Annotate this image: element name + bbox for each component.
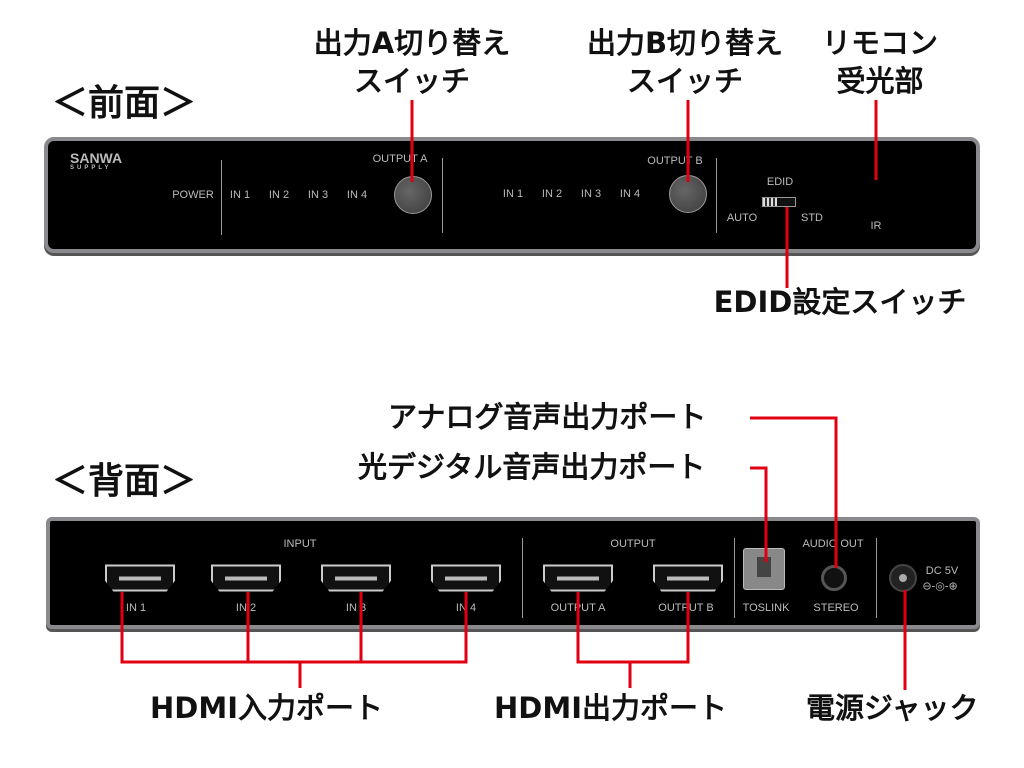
a-in3-label: IN 3 [307,189,329,201]
b-in1-label: IN 1 [502,188,524,200]
edid-auto-label: AUTO [726,212,758,224]
toslink-port [743,548,785,590]
divider [876,538,877,618]
callout-edid-switch: EDID設定スイッチ [713,285,967,319]
callout-ir-receiver: リモコン受光部 [821,26,938,98]
callout-output-a-switch: 出力A切り替えスイッチ [313,26,511,98]
callout-optical-audio: 光デジタル音声出力ポート [358,450,706,484]
audio-out-label: AUDIO OUT [802,538,864,550]
divider [716,158,717,233]
callout-hdmi-out: HDMI出力ポート [494,691,727,725]
hdmi-output-b-port [653,564,723,592]
callout-output-b-switch: 出力B切り替えスイッチ [586,26,784,98]
b-in2-label: IN 2 [541,188,563,200]
stereo-label: STEREO [813,602,859,614]
callout-analog-audio: アナログ音声出力ポート [388,400,707,434]
divider [522,538,523,618]
divider [734,538,735,618]
edid-std-label: STD [801,212,823,224]
line-optical [750,466,768,562]
callout-hdmi-in: HDMI入力ポート [150,691,383,725]
hdmi-in4-port [431,564,501,592]
in1-label: IN 1 [125,602,147,614]
ir-label: IR [870,220,882,232]
divider [221,160,222,235]
b-in4-label: IN 4 [619,188,641,200]
a-in4-label: IN 4 [346,189,368,201]
hdmi-in2-port [211,564,281,592]
output-b-port-label: OUTPUT B [658,602,714,614]
output-a-switch-button[interactable] [394,176,432,214]
output-group-label: OUTPUT [610,538,656,550]
a-in1-label: IN 1 [229,189,251,201]
front-heading: ＜前面＞ [52,83,197,124]
callout-power-jack: 電源ジャック [806,691,979,725]
output-a-label: OUTPUT A [372,153,428,165]
line-analog [750,416,838,568]
stereo-jack [821,565,847,591]
in2-label: IN 2 [235,602,257,614]
edid-label: EDID [766,176,794,188]
front-panel [44,137,980,253]
line-hdmi-out [576,592,690,688]
a-in2-label: IN 2 [268,189,290,201]
hdmi-in1-port [105,564,175,592]
b-in3-label: IN 3 [580,188,602,200]
power-indicator-label: POWER [172,189,214,201]
line-hdmi-in [120,592,468,688]
hdmi-output-a-port [543,564,613,592]
dc-power-jack [889,564,917,592]
divider [442,158,443,233]
hdmi-in3-port [321,564,391,592]
edid-slide-switch[interactable] [762,197,796,207]
polarity-label: ⊖-◎-⊕ [922,580,958,593]
input-group-label: INPUT [283,538,317,550]
dc-label: DC 5V [925,565,959,577]
toslink-label: TOSLINK [742,602,790,614]
rear-heading: ＜背面＞ [52,461,197,502]
